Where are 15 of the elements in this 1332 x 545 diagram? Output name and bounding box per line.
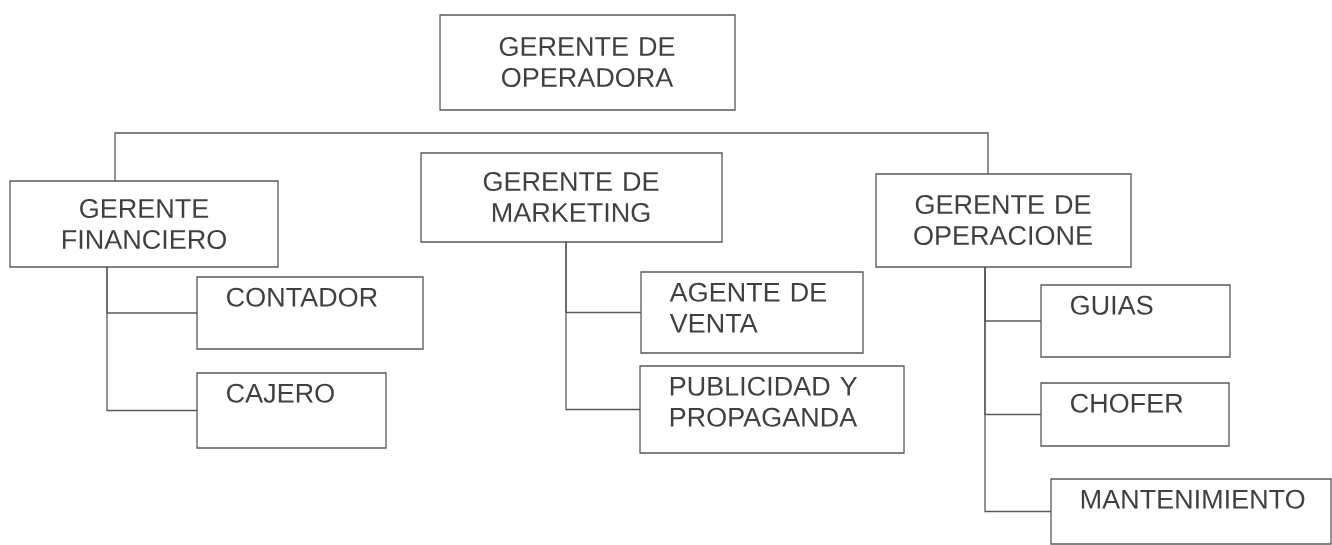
org-box: CAJERO bbox=[196, 372, 387, 449]
org-box: GERENTE DE OPERACIONE bbox=[875, 173, 1132, 268]
org-box: GERENTE DE OPERADORA bbox=[439, 14, 736, 111]
connector-line bbox=[565, 241, 641, 411]
org-box: GERENTE DE MARKETING bbox=[420, 152, 723, 243]
org-box: CHOFER bbox=[1040, 382, 1230, 447]
org-box: GERENTE FINANCIERO bbox=[9, 180, 279, 268]
org-box: PUBLICIDAD Y PROPAGANDA bbox=[639, 365, 905, 454]
org-box: GUIAS bbox=[1040, 284, 1231, 358]
connector-line bbox=[114, 132, 989, 182]
connector-line bbox=[106, 266, 198, 412]
org-box: CONTADOR bbox=[196, 276, 424, 350]
org-box: AGENTE DE VENTA bbox=[640, 271, 864, 354]
connector-line bbox=[984, 266, 1052, 513]
org-box: MANTENIMIENTO bbox=[1050, 478, 1332, 545]
